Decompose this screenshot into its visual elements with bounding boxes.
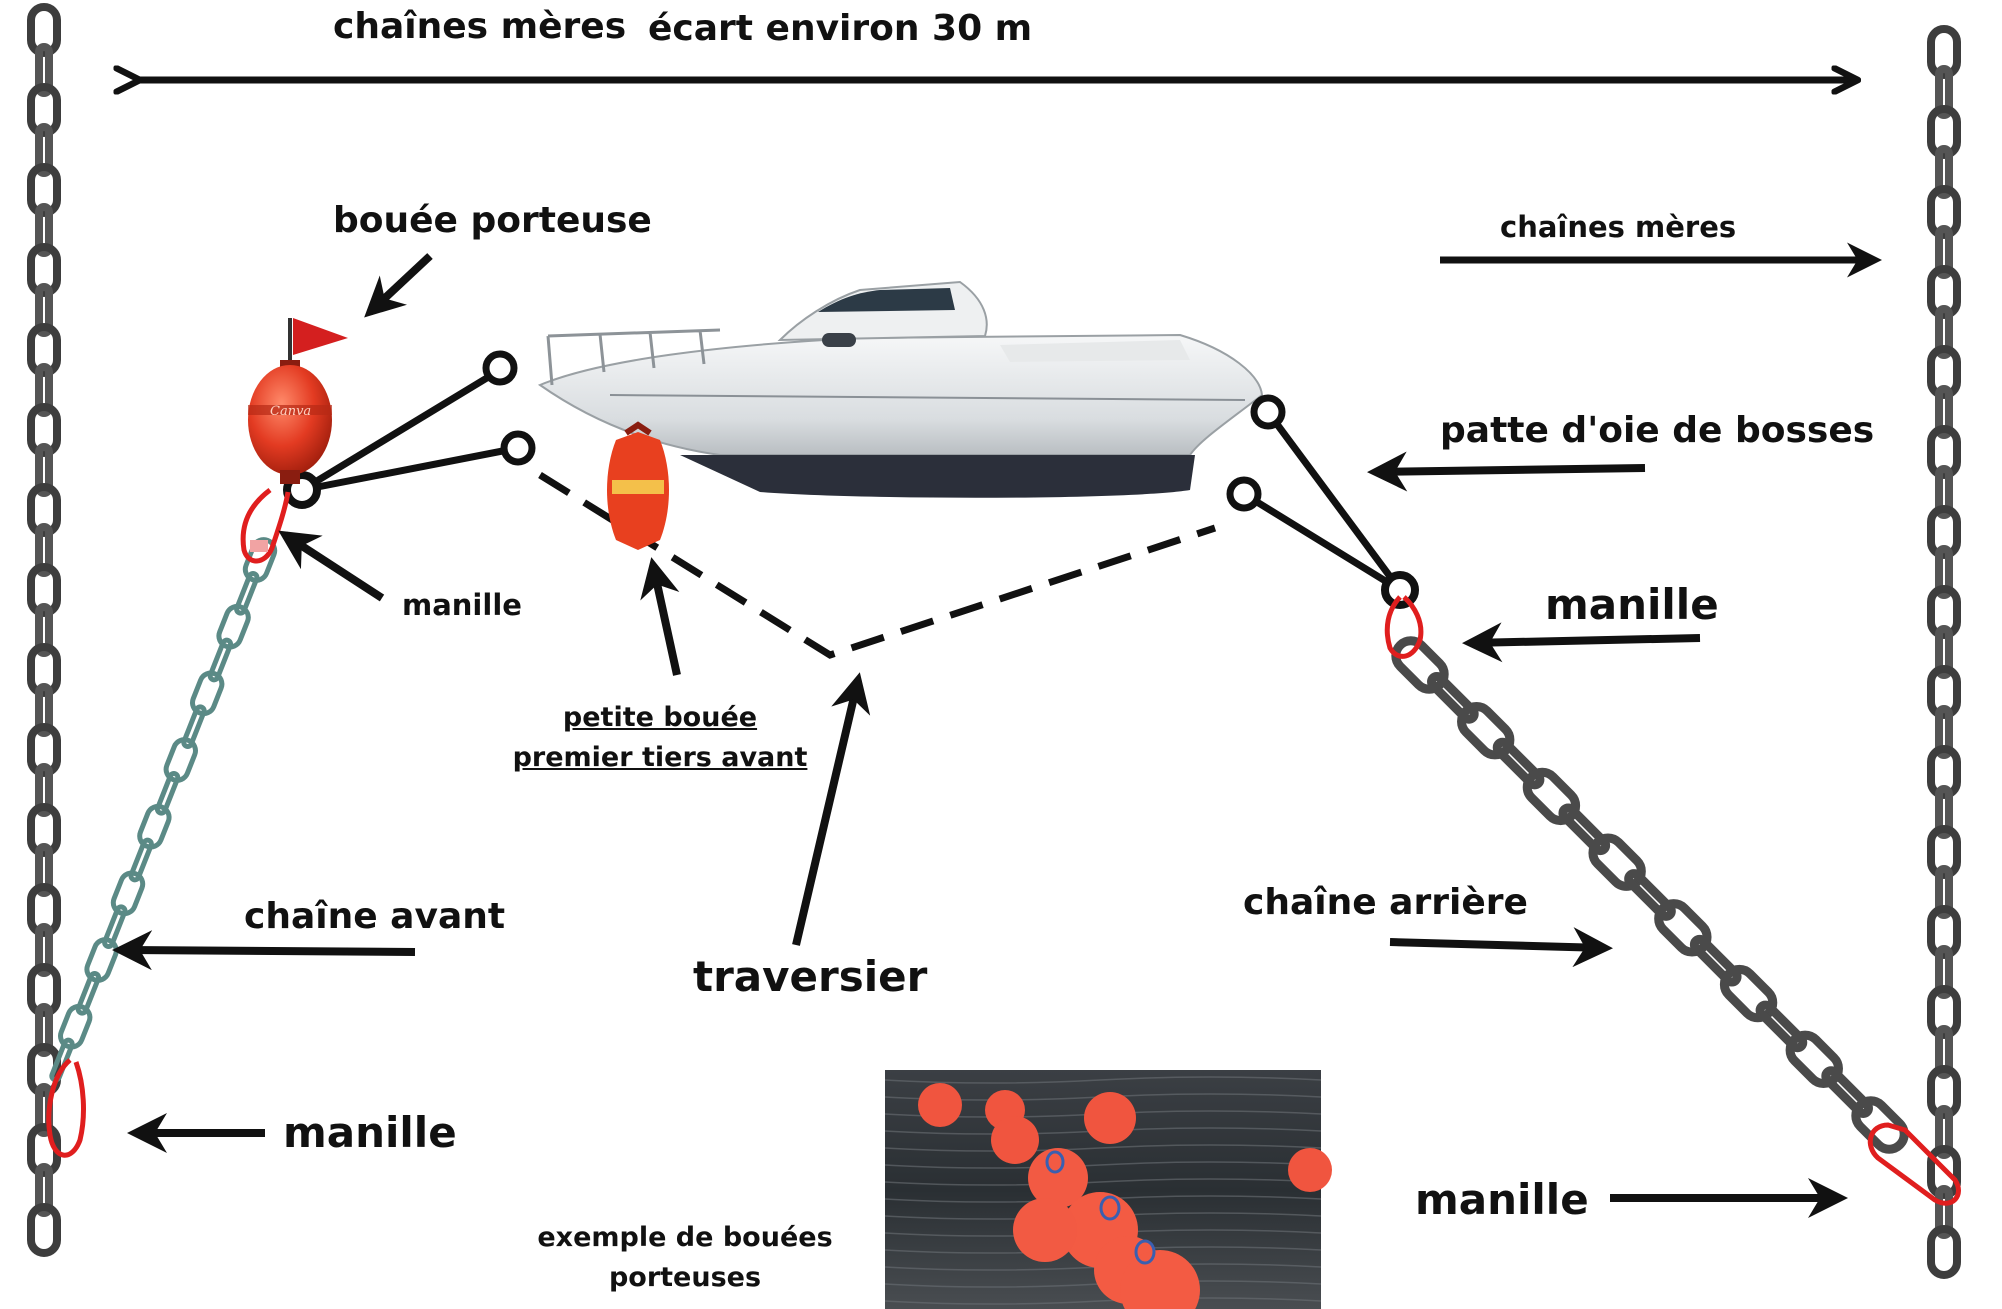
label-example-buoys: exemple de bouées porteuses xyxy=(525,1218,845,1298)
carrier-buoy: Canva xyxy=(248,318,348,484)
rear-bridle xyxy=(1230,398,1415,605)
example-buoys-photo xyxy=(885,1070,1332,1309)
small-buoy xyxy=(607,425,669,550)
chain-link xyxy=(1718,963,1779,1024)
chain-link xyxy=(1626,871,1673,918)
chain-link xyxy=(1587,832,1648,893)
label-mother-chains-top: chaînes mères xyxy=(333,6,626,47)
label-shackle-top-right: manille xyxy=(1545,580,1719,629)
label-spacing: écart environ 30 m xyxy=(648,8,1032,49)
chain-link xyxy=(1429,674,1476,721)
chain-link xyxy=(1784,1029,1845,1090)
label-shackle-bottom-right: manille xyxy=(1415,1175,1589,1224)
chain-link xyxy=(1455,700,1516,761)
label-mother-chains-right: chaînes mères xyxy=(1500,210,1736,244)
label-cross-line: traversier xyxy=(693,952,927,1001)
chain-link xyxy=(1652,897,1713,958)
right-mother-chain xyxy=(1931,29,1957,1275)
label-small-buoy: petite bouée premier tiers avant xyxy=(510,698,810,778)
front-chain-links xyxy=(51,536,278,1081)
label-shackle-bottom-left: manille xyxy=(283,1108,457,1157)
chain-link xyxy=(1561,806,1608,853)
chain-link xyxy=(1692,937,1739,984)
label-small-buoy-line2: premier tiers avant xyxy=(513,742,808,773)
label-front-chain: chaîne avant xyxy=(244,896,505,937)
chain-link xyxy=(1758,1003,1805,1050)
label-carrier-buoy: bouée porteuse xyxy=(333,200,652,241)
buoy-logo-text: Canva xyxy=(270,404,311,419)
label-rear-chain: chaîne arrière xyxy=(1243,882,1528,923)
chain-link xyxy=(1495,740,1542,787)
label-example-line1: exemple de bouées xyxy=(537,1222,832,1253)
label-example-line2: porteuses xyxy=(609,1262,761,1293)
label-bridle: patte d'oie de bosses xyxy=(1440,410,1874,451)
chain-link xyxy=(1521,766,1582,827)
label-small-buoy-line1: petite bouée xyxy=(563,702,757,733)
label-shackle-top-left: manille xyxy=(402,588,522,622)
chain-link xyxy=(1824,1069,1871,1116)
